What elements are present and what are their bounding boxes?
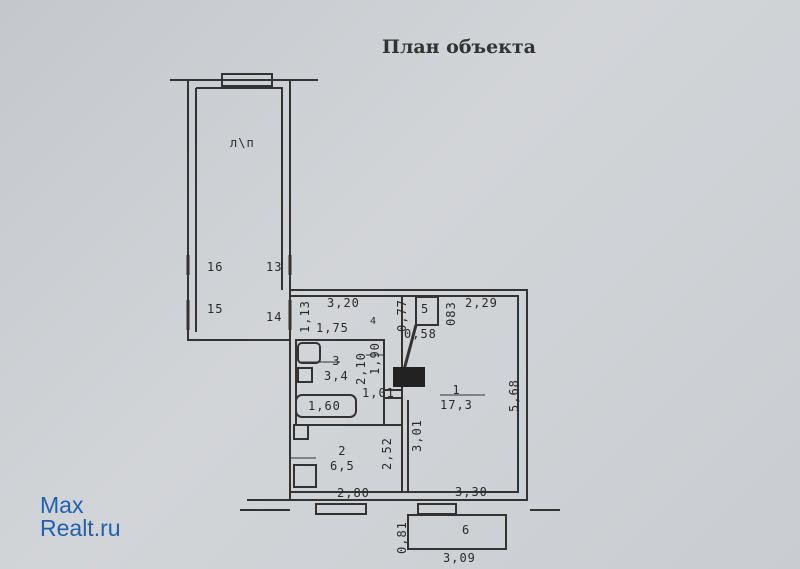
dim-3-01: 3,01 (410, 419, 424, 452)
neighbor-14: 14 (266, 310, 283, 324)
dim-2-29: 2,29 (465, 296, 498, 310)
room-3-number: 3 (332, 354, 341, 368)
watermark-logo: Max Realt.ru (40, 494, 121, 540)
dim-1-75: 1,75 (316, 321, 349, 335)
neighbor-15: 15 (207, 302, 224, 316)
dim-5-68: 5,68 (507, 379, 521, 412)
stair-window (221, 73, 273, 87)
watermark-line1: Max (40, 492, 84, 518)
dim-0-81: 0,81 (395, 521, 409, 554)
page-title: План объекта (382, 36, 536, 58)
room-3-area: 3,4 (324, 369, 349, 383)
dim-3-20: 3,20 (327, 296, 360, 310)
dim-2-80: 2,80 (337, 486, 370, 500)
dim-3-09: 3,09 (443, 551, 476, 565)
room-2-area: 6,5 (330, 459, 355, 473)
room-2-number: 2 (338, 444, 347, 458)
neighbor-13: 13 (266, 260, 283, 274)
stairwell-walls (187, 79, 291, 341)
room-5-label: 5 (421, 302, 430, 316)
watermark-line2: Realt.ru (40, 515, 121, 541)
dim-2-10: 2,10 (354, 352, 368, 385)
stairwell-label: л\п (230, 136, 255, 150)
room-1-area: 17,3 (440, 398, 473, 412)
dim-3-30: 3,30 (455, 485, 488, 499)
apartment-walls (247, 289, 528, 501)
dim-1-13: 1,13 (298, 300, 312, 333)
dim-0-58: 0,58 (404, 327, 437, 341)
dim-1-90: 1,90 (368, 342, 382, 375)
dim-1-01: 1,01 (362, 386, 395, 400)
dim-2-52: 2,52 (380, 437, 394, 470)
room-4-label: 4 (370, 316, 378, 327)
room-6-label: 6 (462, 523, 471, 537)
dim-083: 083 (444, 301, 458, 326)
closet-5 (415, 296, 439, 326)
neighbor-16: 16 (207, 260, 224, 274)
balcony-6 (407, 514, 507, 550)
stove-block (393, 367, 425, 387)
room-1-number: 1 (452, 383, 461, 397)
dim-1-60: 1,60 (308, 399, 341, 413)
